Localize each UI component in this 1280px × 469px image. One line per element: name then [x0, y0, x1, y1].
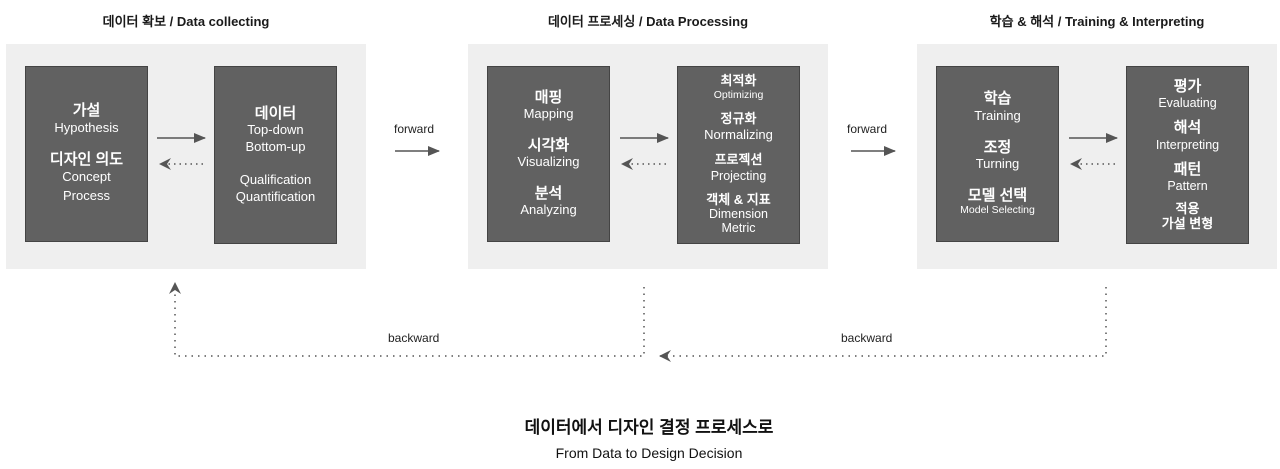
- box-item: 학습 Training: [974, 90, 1020, 124]
- item-korean-label: 시각화: [527, 136, 570, 154]
- item-english-label: Model Selecting: [960, 203, 1035, 216]
- optimizing-box: 최적화 Optimizing 정규화 Normalizing 프로젝션 Proj…: [677, 66, 800, 244]
- box-item: 디자인 의도 Concept Process: [50, 151, 123, 206]
- backward-arrow: [169, 282, 645, 357]
- item-korean-label: 적용: [1175, 201, 1200, 217]
- item-english-label: Visualizing: [517, 154, 580, 170]
- box-item: 조정 Turning: [976, 139, 1020, 173]
- stage-title-training-interpreting: 학습 & 해석 / Training & Interpreting: [989, 14, 1205, 29]
- box-item: 정규화 Normalizing: [704, 111, 773, 144]
- item-korean-label: 데이터: [254, 104, 297, 122]
- item-korean-label: 가설 변형: [1161, 216, 1214, 232]
- box-item: 매핑 Mapping: [524, 89, 574, 123]
- item-korean-label: 패턴: [1173, 160, 1202, 178]
- stage-panel-training-interpreting: 학습 Training 조정 Turning 모델 선택 Model Selec…: [917, 44, 1277, 269]
- box-item: 모델 선택 Model Selecting: [960, 187, 1035, 218]
- box-item: 최적화 Optimizing: [714, 74, 764, 103]
- item-english-label: Analyzing: [520, 202, 577, 218]
- stage-title-data-collecting: 데이터 확보 / Data collecting: [102, 14, 270, 29]
- box-item: 패턴 Pattern: [1167, 161, 1207, 195]
- stage-panel-data-processing: 매핑 Mapping 시각화 Visualizing 분석 Analyzing …: [468, 44, 828, 269]
- item-korean-label: 최적화: [720, 73, 757, 89]
- item-english-label: Concept Process: [62, 168, 111, 203]
- item-english-label: Dimension Metric: [708, 207, 769, 235]
- data-box: 데이터 Top-down Bottom-up Qualification Qua…: [214, 66, 337, 244]
- item-korean-label: 조정: [983, 138, 1012, 156]
- item-korean-label: 디자인 의도: [49, 150, 124, 168]
- mapping-box: 매핑 Mapping 시각화 Visualizing 분석 Analyzing: [487, 66, 610, 242]
- forward-label: forward: [847, 122, 888, 136]
- box-item: 적용 가설 변형: [1161, 201, 1214, 232]
- item-english-label: Pattern: [1167, 179, 1208, 194]
- item-korean-label: 해석: [1173, 119, 1202, 137]
- box-item: 평가 Evaluating: [1158, 78, 1216, 112]
- box-item: 객체 & 지표 Dimension Metric: [706, 192, 771, 235]
- item-korean-label: 평가: [1173, 77, 1202, 95]
- item-english-label: Training: [974, 107, 1021, 123]
- stage-title-data-processing: 데이터 프로세싱 / Data Processing: [547, 14, 749, 29]
- diagram-subtitle: From Data to Design Decision: [555, 445, 743, 461]
- stage-panel-data-collecting: 가설 Hypothesis 디자인 의도 Concept Process 데이터…: [6, 44, 366, 269]
- item-english-label: Optimizing: [713, 89, 764, 102]
- item-korean-label: 객체 & 지표: [706, 192, 771, 208]
- box-item: 분석 Analyzing: [520, 185, 576, 219]
- item-korean-label: 학습: [983, 90, 1012, 108]
- item-english-label: Mapping: [523, 106, 574, 122]
- item-english-label: Top-down Bottom-up: [245, 121, 306, 154]
- box-item: 프로젝션 Projecting: [710, 151, 767, 184]
- item-english-label: Normalizing: [704, 127, 773, 142]
- item-korean-label: 분석: [534, 185, 563, 203]
- backward-label: backward: [388, 331, 440, 345]
- item-korean-label: 정규화: [720, 111, 757, 127]
- item-korean-label: 모델 선택: [967, 186, 1028, 204]
- item-english-label: Interpreting: [1155, 137, 1220, 152]
- item-english-label: Evaluating: [1158, 96, 1217, 111]
- backward-arrow: [659, 287, 1107, 362]
- item-english-label: Turning: [975, 155, 1020, 171]
- evaluating-box: 평가 Evaluating 해석 Interpreting 패턴 Pattern…: [1126, 66, 1249, 244]
- box-item: 시각화 Visualizing: [518, 137, 580, 171]
- box-item: 데이터 Top-down Bottom-up: [246, 105, 306, 156]
- item-korean-label: 매핑: [534, 88, 563, 106]
- item-english-label: Hypothesis: [54, 119, 119, 135]
- forward-label: forward: [394, 122, 435, 136]
- diagram-title: 데이터에서 디자인 결정 프로세스로: [524, 418, 774, 437]
- training-box: 학습 Training 조정 Turning 모델 선택 Model Selec…: [936, 66, 1059, 242]
- item-korean-label: 가설: [72, 102, 101, 120]
- item-english-label: Projecting: [710, 168, 767, 183]
- box-item: Qualification Quantification: [236, 172, 316, 206]
- item-korean-label: 프로젝션: [714, 151, 763, 167]
- box-item: 해석 Interpreting: [1156, 119, 1219, 153]
- item-english-label: Qualification Quantification: [235, 171, 316, 204]
- hypothesis-box: 가설 Hypothesis 디자인 의도 Concept Process: [25, 66, 148, 242]
- backward-label: backward: [841, 331, 893, 345]
- box-item: 가설 Hypothesis: [54, 102, 118, 136]
